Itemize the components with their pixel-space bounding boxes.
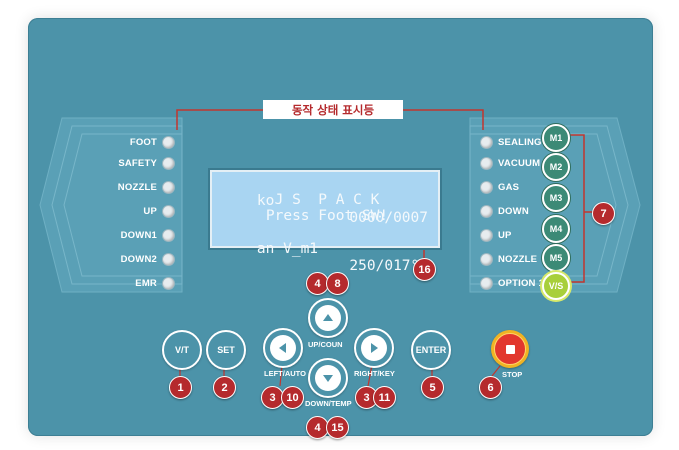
led-icon — [481, 157, 492, 169]
indicator-down2: DOWN2 — [60, 250, 174, 268]
memory-button-m5[interactable]: M5 — [542, 244, 570, 272]
down-button[interactable] — [308, 358, 348, 398]
led-icon — [481, 277, 492, 289]
right-button-label: RIGHT/KEY — [354, 369, 395, 378]
callout-badge: 6 — [479, 376, 502, 399]
vt-button[interactable]: V/T — [162, 330, 202, 370]
led-icon — [163, 136, 174, 148]
led-icon — [481, 205, 492, 217]
indicator-label: DOWN1 — [120, 229, 157, 241]
arrow-down-icon — [315, 365, 341, 391]
down-button-label: DOWN/TEMP — [305, 399, 352, 408]
memory-button-m3[interactable]: M3 — [542, 184, 570, 212]
stop-icon — [505, 344, 515, 354]
callout-badge: 1 — [169, 376, 192, 399]
stop-button[interactable] — [491, 330, 529, 368]
indicator-label: NOZZLE — [117, 181, 157, 193]
led-icon — [163, 253, 174, 265]
left-button[interactable] — [263, 328, 303, 368]
stop-button-face — [494, 333, 526, 365]
indicator-label: UP — [143, 205, 157, 217]
indicator-foot: FOOT — [60, 133, 174, 151]
lcd-message: Press Foot SW! — [265, 208, 389, 224]
memory-button-m1[interactable]: M1 — [542, 124, 570, 152]
indicator-label: UP — [498, 229, 512, 241]
led-icon — [163, 181, 174, 193]
callout-badge: 10 — [281, 386, 304, 409]
led-icon — [163, 277, 174, 289]
indicator-label: SAFETY — [118, 157, 157, 169]
status-indicator-title: 동작 상태 표시등 — [263, 100, 403, 119]
lcd-display: ko 0000/0007 J S P A C K Press Foot SW! … — [210, 170, 440, 274]
led-icon — [481, 253, 492, 265]
indicator-label: SEALING — [498, 136, 542, 148]
up-button[interactable] — [308, 298, 348, 338]
indicator-vacuum: VACUUM — [481, 154, 561, 172]
led-icon — [163, 229, 174, 241]
callout-badge: 5 — [421, 376, 444, 399]
callout-badge: 15 — [326, 416, 349, 439]
callout-badge: 7 — [592, 202, 615, 225]
led-icon — [163, 205, 174, 217]
callout-badge: 8 — [326, 272, 349, 295]
indicator-up-right: UP — [481, 226, 561, 244]
indicator-down: DOWN — [481, 202, 561, 220]
enter-button[interactable]: ENTER — [411, 330, 451, 370]
callout-badge: 11 — [373, 386, 396, 409]
led-icon — [481, 136, 492, 148]
indicator-nozzle: NOZZLE — [60, 178, 174, 196]
callout-badge: 2 — [213, 376, 236, 399]
set-button[interactable]: SET — [206, 330, 246, 370]
indicator-option1: OPTION 1 — [481, 274, 561, 292]
led-icon — [481, 181, 492, 193]
indicator-label: DOWN — [498, 205, 529, 217]
arrow-left-icon — [270, 335, 296, 361]
lcd-mode: ko — [256, 193, 275, 209]
indicator-label: FOOT — [129, 136, 157, 148]
memory-button-m4[interactable]: M4 — [542, 215, 570, 243]
arrow-up-icon — [315, 305, 341, 331]
lcd-line-4: an V_m1 250/017°C — [222, 224, 432, 274]
indicator-safety: SAFETY — [60, 154, 174, 172]
led-icon — [481, 229, 492, 241]
led-icon — [163, 157, 174, 169]
indicator-label: VACUUM — [498, 157, 541, 169]
indicator-gas: GAS — [481, 178, 561, 196]
lcd-brand: J S P A C K — [274, 192, 380, 208]
indicator-sealing: SEALING — [481, 133, 561, 151]
arrow-right-icon — [361, 335, 387, 361]
indicator-up: UP — [60, 202, 174, 220]
right-button[interactable] — [354, 328, 394, 368]
lcd-vacuum-mode: an V_m1 — [256, 241, 319, 257]
indicator-down1: DOWN1 — [60, 226, 174, 244]
lcd-counter: 0000/0007 — [349, 210, 428, 226]
indicator-label: EMR — [135, 277, 157, 289]
memory-button-m2[interactable]: M2 — [542, 153, 570, 181]
lcd-temperature: 250/017°C — [349, 258, 428, 274]
callout-badge: 16 — [413, 258, 436, 281]
indicator-emr: EMR — [60, 274, 174, 292]
indicator-label: NOZZLE — [498, 253, 538, 265]
indicator-label: OPTION 1 — [498, 277, 544, 289]
left-button-label: LEFT/AUTO — [264, 369, 306, 378]
memory-button-vs[interactable]: V/S — [542, 272, 570, 300]
indicator-label: GAS — [498, 181, 520, 193]
lcd-line-1: ko 0000/0007 — [222, 176, 432, 226]
indicator-label: DOWN2 — [120, 253, 157, 265]
stop-button-label: STOP — [502, 370, 523, 379]
indicator-nozzle-right: NOZZLE — [481, 250, 561, 268]
up-button-label: UP/COUN — [308, 340, 343, 349]
